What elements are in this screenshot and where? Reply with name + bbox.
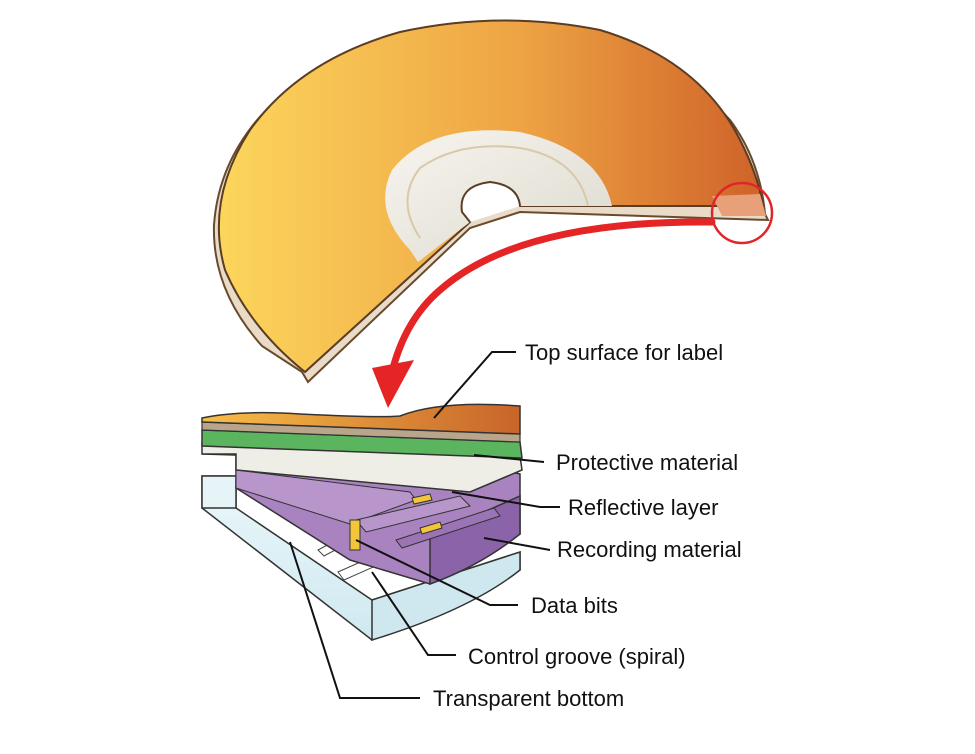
leader-top-surface [433,351,516,419]
leader-lines [289,351,560,699]
label-recording-material: Recording material [557,537,742,562]
leader-transparent-bottom [289,541,420,699]
zoom-arrow-head [372,360,414,408]
label-control-groove: Control groove (spiral) [468,644,686,669]
highlight-circle [710,181,774,245]
leader-reflective [451,491,560,508]
label-reflective-layer: Reflective layer [568,495,718,520]
disc [212,19,774,384]
zoom-arrow-shaft [388,218,716,376]
leader-control-groove [371,571,456,656]
zoom-arrow [372,218,716,408]
data-bit-3 [411,493,433,505]
label-transparent-bottom: Transparent bottom [433,686,624,711]
leader-recording [483,537,551,551]
transparent-bottom-side [201,475,237,509]
label-data-bits: Data bits [531,593,618,618]
data-bit-1 [349,519,361,551]
recording-ridge-1 [235,469,417,525]
recording-front [429,494,521,586]
label-protective-material: Protective material [556,450,738,475]
leader-data-bits [355,539,518,606]
transparent-bottom-front [371,550,521,642]
layer-cross-section [201,403,523,642]
disc-hub-ring [406,145,589,239]
disc-hub [385,130,612,262]
disc-cut-patch [712,194,766,216]
label-top-surface: Top surface for label [525,340,723,365]
leader-protective [473,454,545,463]
labels: Top surface for label Protective materia… [433,340,742,711]
data-bit-2 [419,521,443,535]
disc-center-hole [460,180,521,223]
recording-ridge-3 [395,507,501,549]
recording-ridge-2 [355,495,471,533]
